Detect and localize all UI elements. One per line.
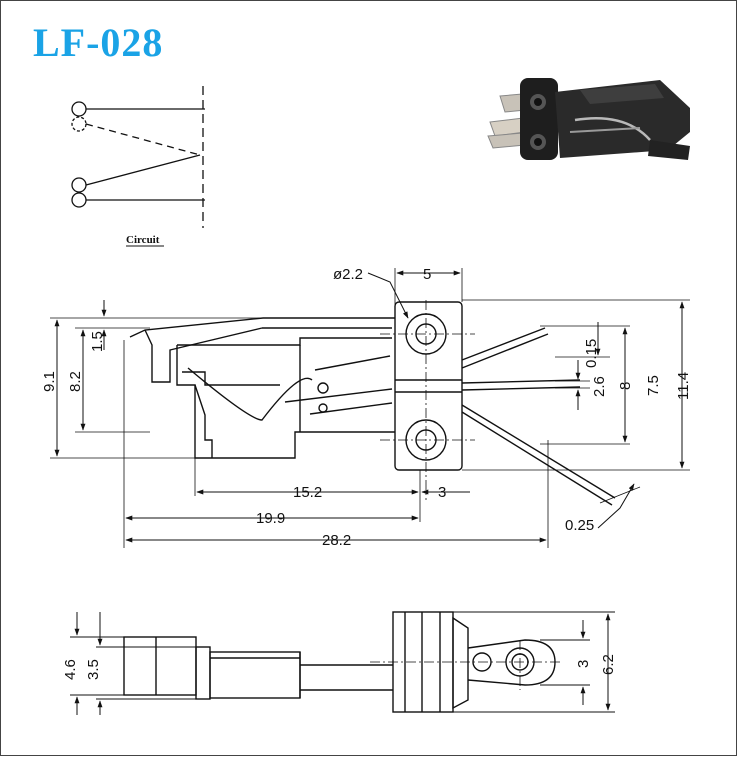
extension-lines (50, 268, 690, 548)
dim-total-length: 28.2 (322, 532, 351, 549)
front-view-outline (129, 301, 616, 506)
dim-side-boss: 3 (575, 660, 592, 668)
dim-hole-span: 5 (423, 266, 431, 283)
dim-len-lever: 19.9 (256, 510, 285, 527)
dim-terminal-thickness: 0.25 (565, 517, 594, 534)
dim-mount-height: 7.5 (645, 375, 662, 396)
dim-side-width: 4.6 (62, 659, 79, 680)
dim-height-overall: 9.1 (41, 371, 58, 392)
dim-top-offset: 1.5 (89, 331, 106, 352)
dim-total-height: 11.4 (675, 372, 692, 400)
circuit-caption: Circuit (126, 234, 160, 246)
dim-terminal-pitch: 2.6 (591, 376, 608, 397)
dim-len-to-hole: 15.2 (293, 484, 322, 501)
dim-side-inner: 3.5 (85, 659, 102, 680)
front-view-centerlines (380, 300, 475, 500)
dim-side-total: 6.2 (600, 654, 617, 675)
model-title: LF-028 (33, 20, 164, 65)
dim-height-body: 8.2 (67, 371, 84, 392)
dimension-lines (54, 270, 685, 543)
side-view-outline (123, 611, 556, 713)
dim-terminal-gap: 0.15 (583, 339, 600, 368)
dim-terminal-span: 8 (617, 382, 634, 390)
side-view-dimensions (70, 611, 615, 715)
dim-hole-diameter: ø2.2 (333, 266, 363, 283)
product-photo (487, 78, 690, 160)
circuit-diagram (71, 86, 205, 228)
side-view-centerline (370, 640, 560, 690)
dim-hole-offset: 3 (438, 484, 446, 501)
